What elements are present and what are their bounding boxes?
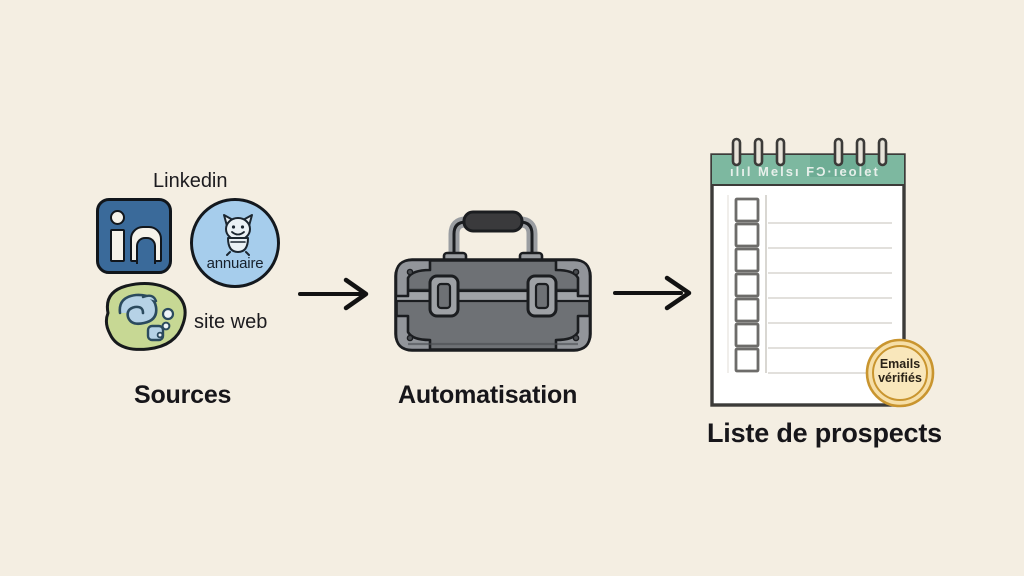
linkedin-caption: Linkedin [153, 170, 228, 192]
arrow-right-icon [298, 275, 374, 318]
notepad-header-text: ılıl Melsı FƆ·ıeolet [730, 164, 880, 179]
stage-label-liste-de-prospects: Liste de prospects [707, 418, 942, 448]
annuaire-label: annuaire [206, 255, 264, 272]
linkedin-n-notch [136, 237, 156, 264]
website-blob-shape [104, 282, 187, 351]
spiral-rings [731, 137, 888, 167]
stage-label-automatisation: Automatisation [398, 381, 578, 409]
directory-mascot-icon: annuaire [190, 198, 280, 288]
status-badge: Emails vérifiés [865, 338, 935, 413]
site-web-caption: site web [194, 311, 268, 333]
linkedin-i-stem [110, 229, 125, 262]
rule-lines [768, 222, 892, 374]
checkbox-column [734, 197, 760, 373]
arrow-2-shape [613, 275, 692, 311]
checklist-notepad-icon: ılıl Melsı FƆ·ıeolet [706, 137, 916, 422]
badge-label: Emails vérifiés [865, 357, 935, 385]
badge-line-2: vérifiés [878, 371, 922, 385]
stage-label-sources: Sources [134, 381, 232, 409]
badge-line-1: Emails [879, 357, 921, 371]
arrow-right-icon-2 [613, 272, 697, 319]
linkedin-i-dot [110, 210, 125, 225]
badge-ring-shape [865, 338, 935, 408]
toolbox-icon [378, 198, 608, 371]
linkedin-logo-icon [96, 198, 172, 274]
notepad-shape [710, 137, 906, 407]
toolbox-shape [394, 210, 592, 352]
mascot-figure-icon [223, 214, 253, 256]
website-blob-icon [98, 279, 190, 358]
arrow-1-shape [298, 277, 369, 311]
